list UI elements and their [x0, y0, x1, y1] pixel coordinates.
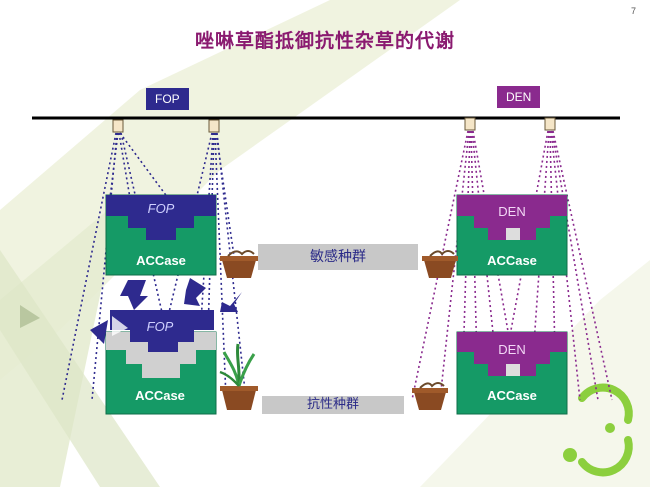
- fop-accase-complex-sensitive: FOP ACCase: [105, 194, 217, 276]
- dead-plant-pot-icon: [220, 250, 258, 278]
- den-label: DEN: [498, 342, 525, 357]
- fop-label: FOP: [147, 319, 174, 334]
- dead-plant-pot-icon: [422, 250, 458, 278]
- arrow-icon: [90, 320, 108, 344]
- page-title: 唑啉草酯抵御抗性杂草的代谢: [194, 30, 455, 52]
- accase-label: ACCase: [136, 253, 186, 268]
- den-herbicide-label: DEN: [497, 86, 541, 108]
- fop-label: FOP: [148, 201, 175, 216]
- page-number: 7: [630, 6, 636, 16]
- accase-label: ACCase: [487, 388, 537, 403]
- healthy-plant-pot-icon: [219, 343, 258, 410]
- den-label: DEN: [498, 204, 525, 219]
- accase-label: ACCase: [135, 388, 185, 403]
- den-accase-complex-sensitive: DEN ACCase: [456, 194, 568, 276]
- burst-icon: [112, 316, 128, 336]
- logo-icon: [563, 383, 633, 477]
- fop-accase-complex-resistant: FOP ACCase: [90, 278, 242, 415]
- arrow-icon: [220, 292, 242, 312]
- den-accase-complex-resistant: DEN ACCase: [456, 331, 568, 415]
- fop-herbicide-label: FOP: [146, 88, 189, 110]
- sensitive-population-label: 敏感种群: [258, 244, 418, 270]
- arrow-icon: [184, 278, 206, 306]
- accase-label: ACCase: [487, 253, 537, 268]
- dead-plant-pot-icon: [412, 382, 448, 410]
- nozzle-icon: [112, 117, 556, 133]
- resistant-population-label: 抗性种群: [262, 396, 404, 414]
- arrow-icon: [120, 280, 148, 310]
